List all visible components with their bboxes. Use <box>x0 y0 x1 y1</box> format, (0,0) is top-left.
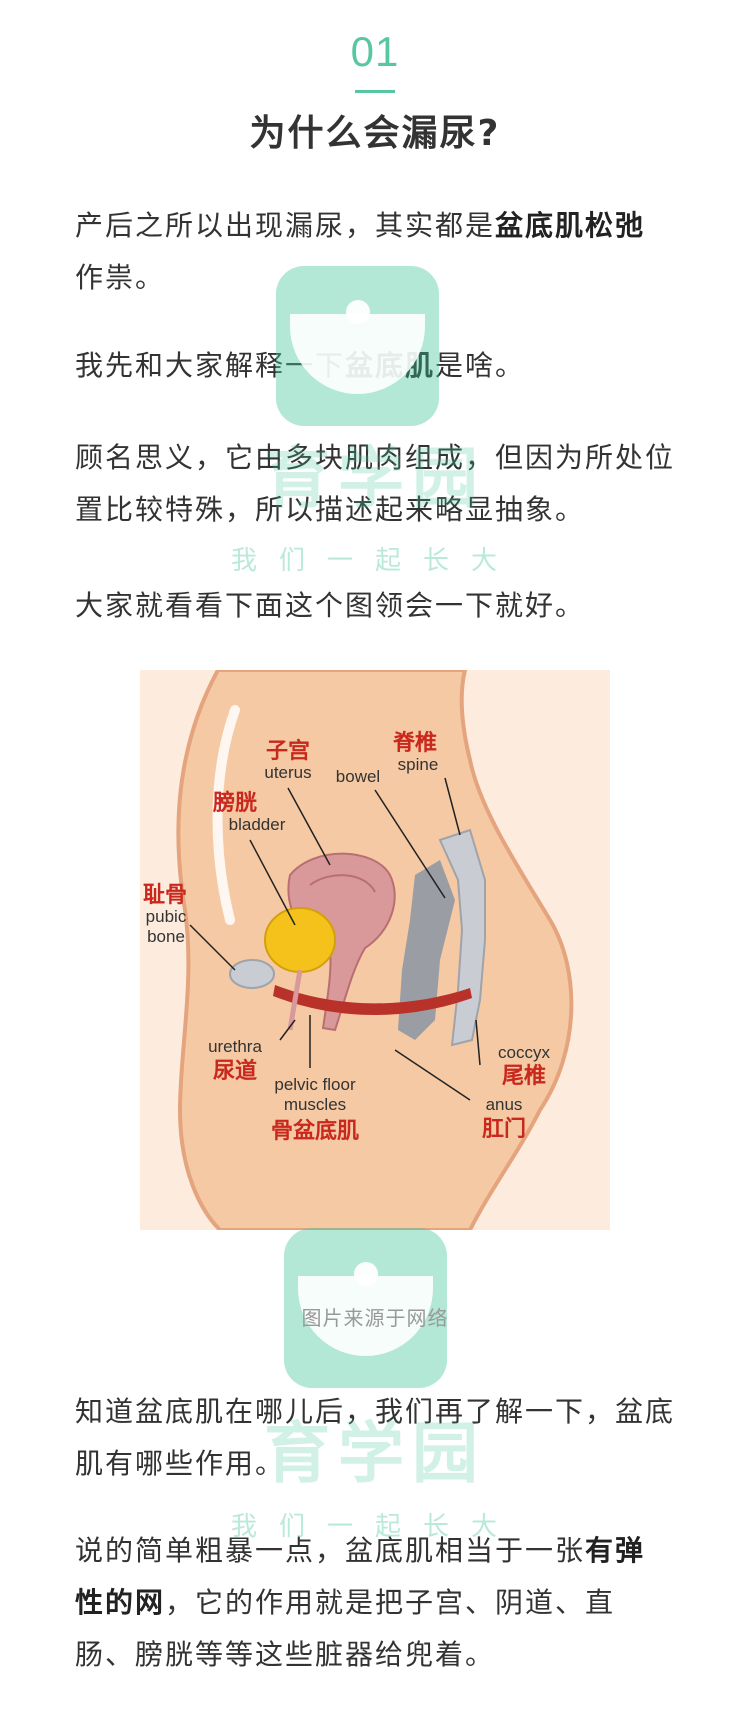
section-number: 01 <box>350 28 400 75</box>
label-pubic-en-2: bone <box>147 927 185 946</box>
bowel-shape <box>398 860 455 1040</box>
anatomy-illustration: 子宫 uterus 脊椎 spine bowel 膀胱 bladder 耻骨 p… <box>143 670 574 1230</box>
label-pelvic-cn: 骨盆底肌 <box>271 1118 359 1144</box>
label-coccyx-cn: 尾椎 <box>502 1063 546 1089</box>
leader-lines <box>189 777 481 1101</box>
label-bladder-en: bladder <box>229 815 286 834</box>
section-underline <box>355 90 395 93</box>
bladder-shape <box>264 907 336 973</box>
uterus-inner <box>309 874 376 893</box>
paragraph-1-text: 产后之所以出现漏尿，其实都是 <box>75 209 496 242</box>
label-urethra-en: urethra <box>208 1037 262 1056</box>
label-coccyx-en: coccyx <box>498 1043 550 1062</box>
paragraph-4: 大家就看看下面这个图领会一下就好。 <box>75 589 586 622</box>
label-bowel-en: bowel <box>336 767 380 786</box>
paragraph-6-bold: 有弹性的网 <box>75 1534 646 1619</box>
paragraph-2-text: 我先和大家解释一下 <box>75 349 346 382</box>
label-pubic-en-1: pubic <box>146 907 187 926</box>
pelvic-floor-muscle <box>273 985 472 1015</box>
paragraph-2: 我先和大家解释一下盆底肌是啥。 <box>75 340 675 392</box>
paragraph-3: 顾名思义，它由多块肌肉组成，但因为所处位置比较特殊，所以描述起来略显抽象。 <box>75 441 676 526</box>
pubic-bone-shape <box>229 959 275 989</box>
paragraph-1-bold: 盆底肌松弛 <box>495 209 646 242</box>
label-uterus-en: uterus <box>264 763 311 782</box>
label-spine-en: spine <box>398 755 439 774</box>
label-uterus-cn: 子宫 <box>266 738 310 764</box>
watermark-slogan-1: 我们一起长大 <box>230 546 519 576</box>
paragraph-2-end: 是啥。 <box>435 349 526 382</box>
paragraph-5: 知道盆底肌在哪儿后，我们再了解一下，盆底肌有哪些作用。 <box>75 1395 676 1480</box>
urethra-shape <box>287 969 303 1031</box>
paragraph-1-end: 作祟。 <box>75 261 166 294</box>
figure-caption: 图片来源于网络 <box>301 1306 449 1330</box>
paragraph-6-end: ，它的作用就是把子宫、阴道、直肠、膀胱等等这些脏器给兜着。 <box>75 1586 616 1671</box>
label-anus-cn: 肛门 <box>482 1116 526 1142</box>
pelvic-floor-diagram: 子宫 uterus 脊椎 spine bowel 膀胱 bladder 耻骨 p… <box>140 670 610 1230</box>
paragraph-1: 产后之所以出现漏尿，其实都是盆底肌松弛作祟。 <box>75 200 675 304</box>
label-pubic-cn: 耻骨 <box>143 883 187 908</box>
body-silhouette <box>176 670 574 1230</box>
section-title: 为什么会漏尿? <box>249 113 501 154</box>
label-anus-en: anus <box>486 1095 523 1114</box>
paragraph-6: 说的简单粗暴一点，盆底肌相当于一张有弹性的网，它的作用就是把子宫、阴道、直肠、膀… <box>75 1525 675 1681</box>
paragraph-6-text: 说的简单粗暴一点，盆底肌相当于一张 <box>75 1534 586 1567</box>
label-bladder-cn: 膀胱 <box>213 790 257 816</box>
watermark-dot-2 <box>354 1262 378 1286</box>
label-pelvic-en-2: muscles <box>284 1095 346 1114</box>
label-pelvic-en-1: pelvic floor <box>274 1075 356 1094</box>
spine-shape <box>438 828 486 1047</box>
label-urethra-cn: 尿道 <box>213 1058 257 1084</box>
belly-highlight <box>212 705 240 925</box>
paragraph-2-bold: 盆底肌 <box>345 349 436 382</box>
label-spine-cn: 脊椎 <box>392 730 437 756</box>
